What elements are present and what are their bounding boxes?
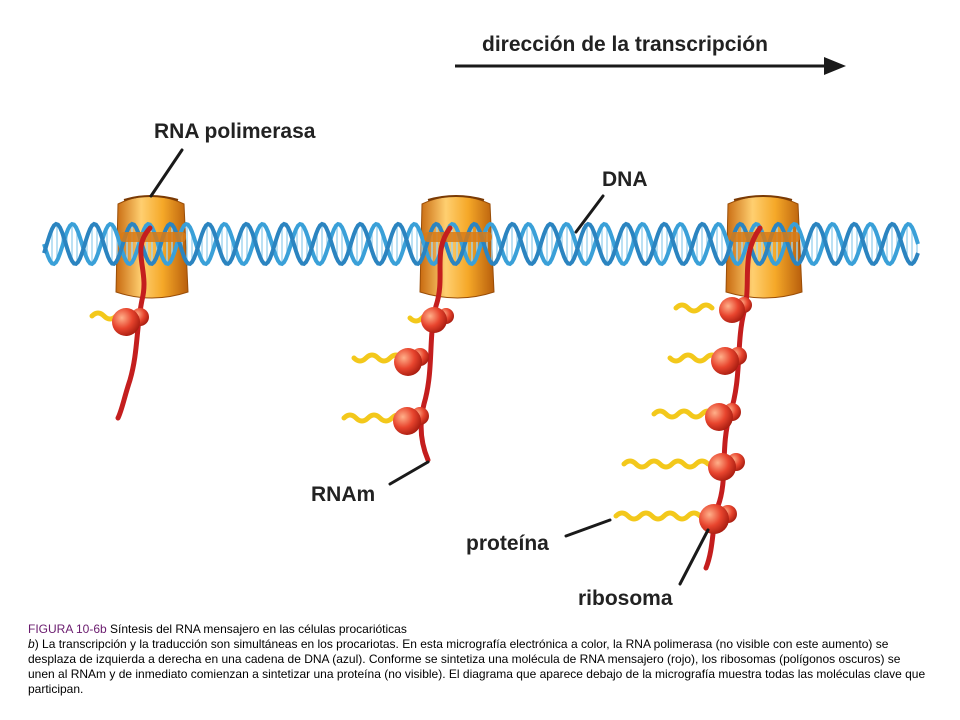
pointer-dna: [574, 194, 605, 234]
protein-chain: [341, 412, 407, 424]
protein-chain: [613, 510, 703, 522]
ribosome-label: ribosoma: [578, 587, 673, 610]
polymerase-label: RNA polimerasa: [154, 120, 316, 143]
ribosome: [421, 307, 454, 333]
ribosome: [719, 297, 752, 323]
pointer-protein: [564, 518, 612, 538]
caption-part-letter: b: [28, 637, 35, 651]
label-pointers: [149, 148, 710, 586]
mrna-strand-1: [115, 225, 153, 421]
protein-label: proteína: [466, 532, 549, 555]
ribosome: [112, 308, 149, 336]
proteins: [89, 302, 721, 522]
ribosome: [705, 403, 741, 431]
ribosome: [708, 453, 745, 481]
dna-label: DNA: [602, 168, 648, 191]
caption-heading: FIGURA 10-6b Síntesis del RNA mensajero …: [28, 622, 928, 637]
protein-chain: [667, 352, 721, 364]
ribosome: [699, 504, 737, 534]
ribosome: [711, 347, 747, 375]
figure-caption: FIGURA 10-6b Síntesis del RNA mensajero …: [28, 622, 928, 697]
mrna-strand-2: [418, 225, 453, 463]
pointer-polymerase: [149, 148, 184, 198]
caption-body: b) La transcripción y la traducción son …: [28, 637, 928, 697]
direction-label: dirección de la transcripción: [482, 33, 768, 56]
dna-strand: [42, 221, 920, 267]
figure-id: FIGURA 10-6b: [28, 622, 107, 636]
protein-chain: [621, 458, 711, 470]
polymerase-bands: [120, 232, 800, 242]
protein-chain: [673, 302, 715, 314]
ribosome: [394, 348, 429, 376]
ribosome: [393, 407, 429, 435]
dna-double-helix: [42, 221, 920, 267]
caption-text: ) La transcripción y la traducción son s…: [28, 637, 926, 696]
ribosomes: [112, 297, 752, 534]
transcription-diagram: [42, 57, 920, 586]
pointer-mrna: [388, 460, 430, 486]
protein-chain: [351, 352, 405, 364]
mrna-label: RNAm: [311, 483, 376, 506]
pointer-ribosome: [678, 528, 710, 586]
protein-chain: [651, 408, 717, 420]
caption-title: Síntesis del RNA mensajero en las célula…: [110, 622, 407, 636]
direction-arrow: [455, 57, 846, 75]
